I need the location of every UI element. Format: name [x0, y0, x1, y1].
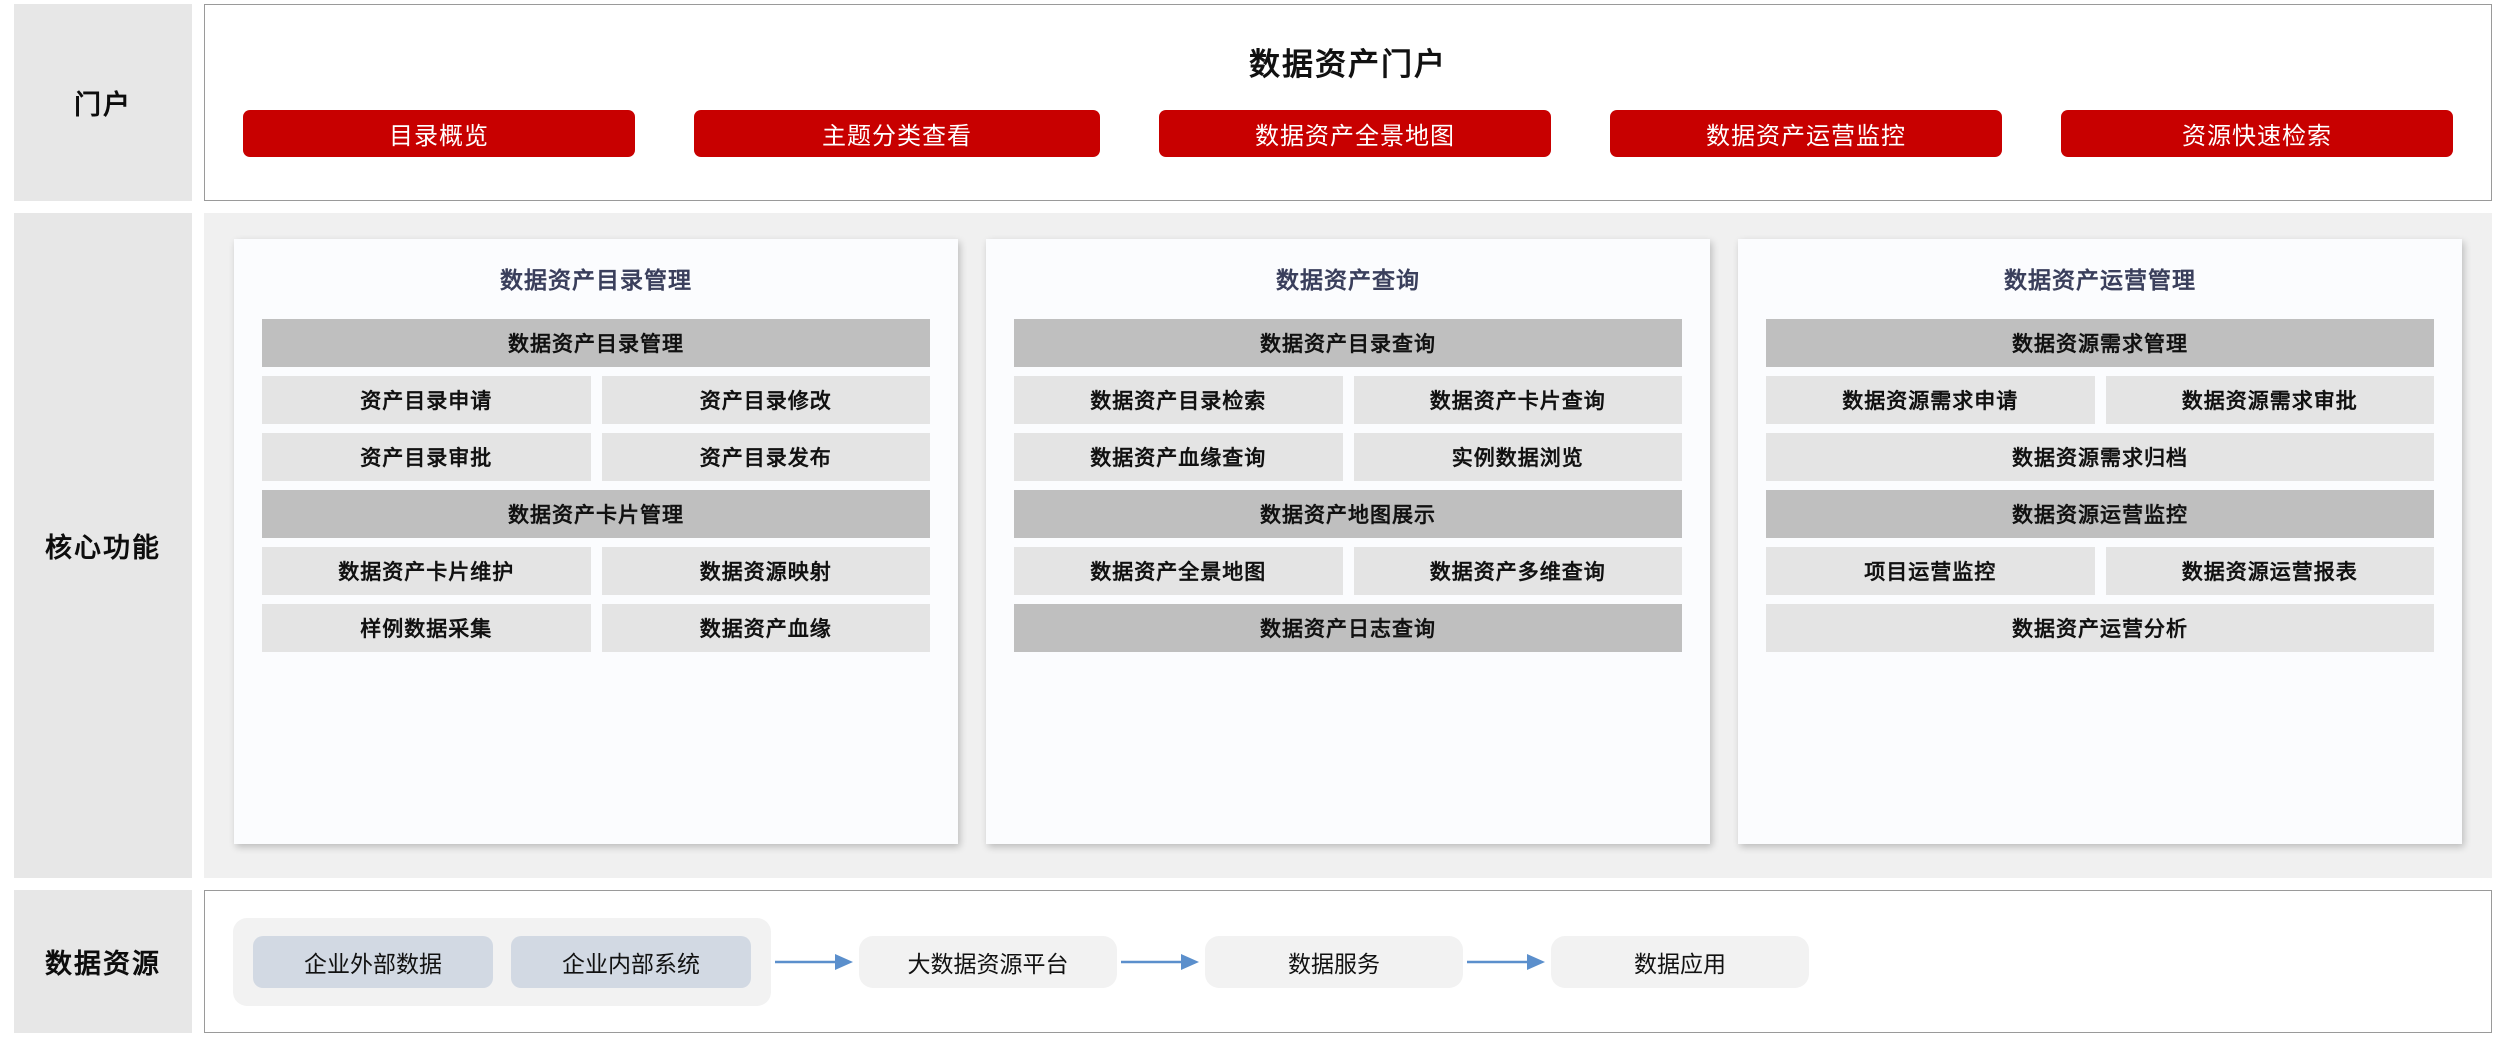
column-title: 数据资产运营管理: [2004, 267, 2196, 293]
tile-row: 数据资产目录检索 数据资产卡片查询: [1014, 376, 1682, 424]
tile[interactable]: 数据资产多维查询: [1353, 547, 1682, 595]
flow-box-bigdata-platform[interactable]: 大数据资源平台: [859, 935, 1117, 988]
tile[interactable]: 数据资产卡片维护: [262, 547, 591, 595]
tile[interactable]: 数据资源映射: [601, 547, 930, 595]
tile-row: 项目运营监控 数据资源运营报表: [1766, 547, 2434, 595]
source-box-internal-system[interactable]: 企业内部系统: [511, 935, 751, 988]
arrow-right-icon: [771, 950, 859, 974]
portal-panel: 数据资产门户 目录概览 主题分类查看 数据资产全景地图 数据资产运营监控 资源快…: [204, 4, 2492, 201]
portal-button-panorama-map[interactable]: 数据资产全景地图: [1159, 109, 1551, 157]
tile[interactable]: 数据资源需求申请: [1766, 376, 2095, 424]
rail-label-portal: 门户: [14, 4, 192, 201]
tile[interactable]: 数据资源需求审批: [2105, 376, 2434, 424]
tile[interactable]: 数据资源需求归档: [1766, 433, 2434, 481]
tile[interactable]: 实例数据浏览: [1353, 433, 1682, 481]
group-header[interactable]: 数据资产目录管理: [262, 319, 930, 367]
page-title: 数据资产门户: [1249, 46, 1447, 82]
tile-row: 资产目录审批 资产目录发布: [262, 433, 930, 481]
portal-button-row: 目录概览 主题分类查看 数据资产全景地图 数据资产运营监控 资源快速检索: [235, 109, 2461, 157]
group-header[interactable]: 数据资产地图展示: [1014, 490, 1682, 538]
tile-row: 数据资源需求申请 数据资源需求审批: [1766, 376, 2434, 424]
source-band: 数据资源 企业外部数据 企业内部系统 大数据资源平台 数据服务: [14, 890, 2492, 1033]
tile[interactable]: 数据资产卡片查询: [1353, 376, 1682, 424]
core-panel: 数据资产目录管理 数据资产目录管理 资产目录申请 资产目录修改 资产目录审批 资…: [204, 213, 2492, 878]
portal-button-theme-browse[interactable]: 主题分类查看: [694, 109, 1100, 157]
group-header[interactable]: 数据资产日志查询: [1014, 604, 1682, 652]
source-panel: 企业外部数据 企业内部系统 大数据资源平台 数据服务: [204, 890, 2492, 1033]
column-spacer: [262, 661, 930, 818]
core-column-operation-management: 数据资产运营管理 数据资源需求管理 数据资源需求申请 数据资源需求审批 数据资源…: [1738, 239, 2462, 844]
tile[interactable]: 数据资产运营分析: [1766, 604, 2434, 652]
tile-row: 数据资产卡片维护 数据资源映射: [262, 547, 930, 595]
core-band: 核心功能 数据资产目录管理 数据资产目录管理 资产目录申请 资产目录修改 资产目…: [14, 213, 2492, 878]
arrow-right-icon: [1463, 950, 1551, 974]
group-header[interactable]: 数据资产卡片管理: [262, 490, 930, 538]
core-column-catalog-management: 数据资产目录管理 数据资产目录管理 资产目录申请 资产目录修改 资产目录审批 资…: [234, 239, 958, 844]
tile[interactable]: 数据资产血缘: [601, 604, 930, 652]
group-header[interactable]: 数据资源运营监控: [1766, 490, 2434, 538]
tile-row: 数据资产运营分析: [1766, 604, 2434, 652]
tile[interactable]: 数据资源运营报表: [2105, 547, 2434, 595]
group-header[interactable]: 数据资源需求管理: [1766, 319, 2434, 367]
portal-button-catalog-overview[interactable]: 目录概览: [243, 109, 635, 157]
tile[interactable]: 样例数据采集: [262, 604, 591, 652]
tile[interactable]: 项目运营监控: [1766, 547, 2095, 595]
flow-box-data-application[interactable]: 数据应用: [1551, 935, 1809, 988]
portal-band: 门户 数据资产门户 目录概览 主题分类查看 数据资产全景地图 数据资产运营监控 …: [14, 4, 2492, 201]
rail-label-source: 数据资源: [14, 890, 192, 1033]
tile[interactable]: 资产目录发布: [601, 433, 930, 481]
tile-row: 资产目录申请 资产目录修改: [262, 376, 930, 424]
flow-box-data-service[interactable]: 数据服务: [1205, 935, 1463, 988]
tile-row: 样例数据采集 数据资产血缘: [262, 604, 930, 652]
tile-row: 数据资源需求归档: [1766, 433, 2434, 481]
group-header[interactable]: 数据资产目录查询: [1014, 319, 1682, 367]
column-spacer: [1766, 661, 2434, 818]
tile[interactable]: 数据资产目录检索: [1014, 376, 1343, 424]
source-group: 企业外部数据 企业内部系统: [233, 917, 771, 1006]
core-column-asset-query: 数据资产查询 数据资产目录查询 数据资产目录检索 数据资产卡片查询 数据资产血缘…: [986, 239, 1710, 844]
tile[interactable]: 资产目录申请: [262, 376, 591, 424]
tile[interactable]: 数据资产全景地图: [1014, 547, 1343, 595]
column-title: 数据资产查询: [1276, 267, 1420, 293]
tile-row: 数据资产血缘查询 实例数据浏览: [1014, 433, 1682, 481]
source-box-external-data[interactable]: 企业外部数据: [253, 935, 493, 988]
column-spacer: [1014, 661, 1682, 818]
tile[interactable]: 资产目录审批: [262, 433, 591, 481]
portal-button-quick-search[interactable]: 资源快速检索: [2061, 109, 2453, 157]
arrow-right-icon: [1117, 950, 1205, 974]
column-title: 数据资产目录管理: [500, 267, 692, 293]
tile-row: 数据资产全景地图 数据资产多维查询: [1014, 547, 1682, 595]
portal-button-operation-monitor[interactable]: 数据资产运营监控: [1610, 109, 2002, 157]
rail-label-core: 核心功能: [14, 213, 192, 878]
tile[interactable]: 资产目录修改: [601, 376, 930, 424]
tile[interactable]: 数据资产血缘查询: [1014, 433, 1343, 481]
